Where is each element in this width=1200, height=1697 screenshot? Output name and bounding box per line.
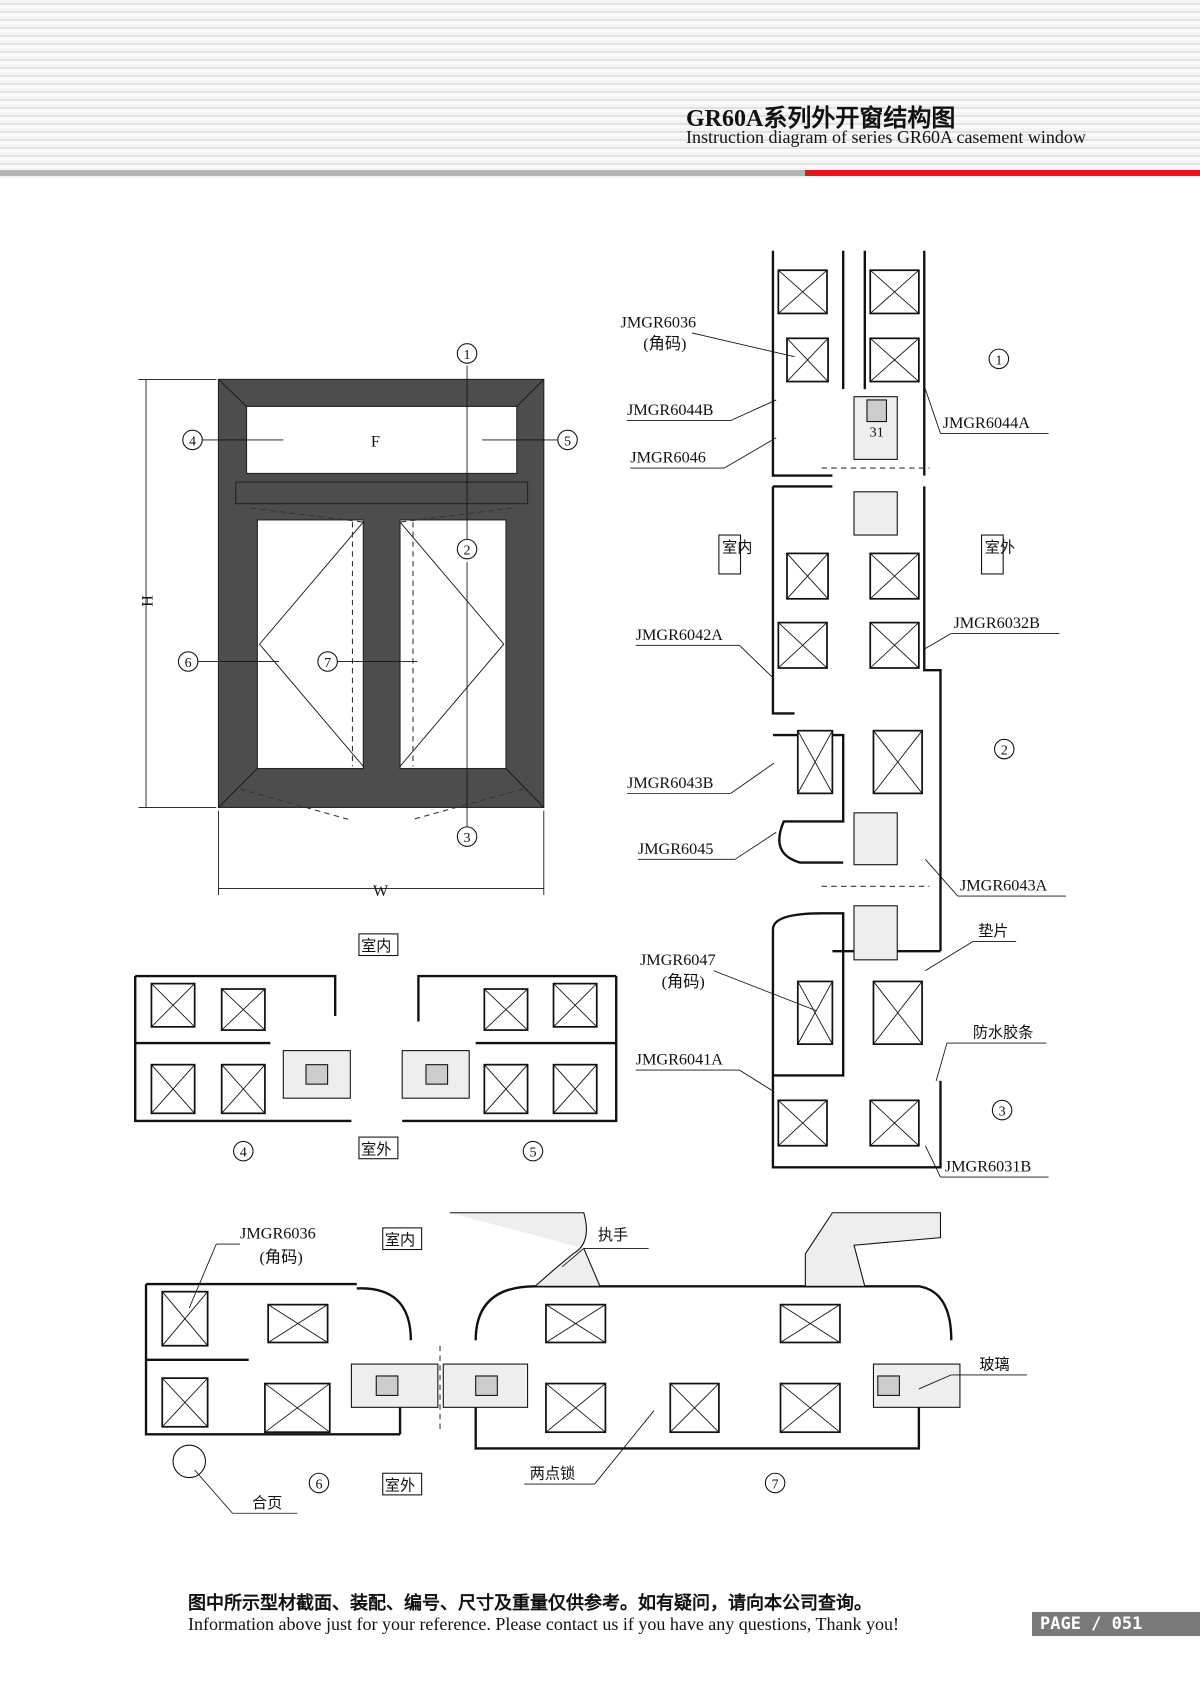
transom-label: F	[371, 432, 380, 450]
chamber-cross	[264, 1383, 331, 1433]
chamber-cross	[778, 1100, 828, 1147]
chamber-cross	[780, 1383, 841, 1433]
label-two-point-lock: 两点锁	[530, 1466, 575, 1483]
chamber-cross	[869, 337, 920, 382]
chamber-cross	[151, 1064, 195, 1114]
outdoor-label-67: 室外	[385, 1478, 415, 1495]
outdoor-label-45: 室外	[361, 1141, 391, 1158]
s-marker-5: 5	[529, 1145, 536, 1161]
chamber-cross	[869, 553, 920, 600]
v-marker-2: 2	[1001, 742, 1008, 758]
height-label: H	[139, 595, 157, 607]
chamber-cross	[267, 1304, 328, 1343]
part-jmgr6046: JMGR6046	[630, 449, 706, 467]
chamber-cross	[221, 988, 266, 1031]
part-jmgr6044b: JMGR6044B	[627, 401, 714, 419]
chamber-cross	[786, 553, 829, 600]
page-number: PAGE / 051	[1032, 1612, 1200, 1636]
part-waterproof-seal: 防水胶条	[973, 1025, 1034, 1042]
outdoor-label-v: 室外	[985, 539, 1015, 556]
footer-note-en: Information above just for your referenc…	[188, 1614, 899, 1634]
marker-5: 5	[564, 433, 571, 449]
page-title: GR60A系列外开窗结构图	[686, 106, 956, 132]
chamber-cross	[669, 1383, 720, 1433]
chamber-cross	[869, 269, 920, 314]
chamber-cross	[151, 983, 195, 1028]
marker-3: 3	[464, 830, 471, 846]
part-jmgr6041a: JMGR6041A	[636, 1051, 724, 1069]
page-subtitle: Instruction diagram of series GR60A case…	[686, 127, 1086, 147]
part-jmgr6044a: JMGR6044A	[943, 414, 1031, 432]
v-marker-1: 1	[995, 352, 1002, 368]
chamber-cross	[797, 730, 833, 794]
chamber-cross	[778, 622, 828, 669]
indoor-label-45: 室内	[361, 938, 391, 955]
marker-7: 7	[324, 655, 331, 671]
marker-2: 2	[464, 542, 471, 558]
part-jmgr6043b: JMGR6043B	[627, 774, 714, 792]
chamber-cross	[780, 1304, 841, 1343]
label-handle: 执手	[598, 1227, 628, 1244]
chamber-cross	[161, 1377, 208, 1428]
width-label: W	[373, 882, 389, 900]
s-marker-6: 6	[315, 1476, 322, 1492]
chamber-cross	[869, 622, 920, 669]
v-marker-3: 3	[999, 1103, 1006, 1119]
part-jmgr6043a: JMGR6043A	[960, 877, 1048, 895]
label-hinge: 合页	[252, 1495, 282, 1512]
chamber-cross	[553, 1064, 598, 1114]
header-red-bar	[805, 170, 1200, 176]
chamber-cross	[221, 1064, 266, 1114]
chamber-cross	[797, 981, 833, 1045]
chamber-cross	[553, 983, 598, 1028]
chamber-cross	[545, 1304, 606, 1343]
chamber-cross	[484, 988, 528, 1031]
part-jmgr6036-67: JMGR6036	[240, 1225, 316, 1243]
chamber-cross	[869, 1100, 920, 1147]
indoor-label-67: 室内	[385, 1232, 415, 1249]
footer-note-cn: 图中所示型材截面、装配、编号、尺寸及重量仅供参考。如有疑问，请向本公司查询。	[188, 1593, 872, 1614]
part-jmgr6045: JMGR6045	[638, 840, 714, 858]
part-jmgr6047-note: (角码)	[662, 973, 705, 991]
part-jmgr6036-note: (角码)	[643, 335, 686, 353]
sections-6-7: JMGR6036 (角码) 执手 玻璃 两点锁 合页 室内 室外 6 7	[144, 1212, 1027, 1514]
chamber-cross	[484, 1064, 528, 1114]
part-jmgr6047: JMGR6047	[640, 951, 716, 969]
window-elevation: F H W 1 2 3 4 5 6 7	[138, 343, 578, 900]
part-shim: 垫片	[978, 923, 1008, 940]
chamber-cross	[161, 1291, 208, 1346]
chamber-cross	[873, 730, 923, 794]
part-jmgr6032b: JMGR6032B	[953, 614, 1040, 632]
chamber-cross	[873, 981, 923, 1045]
indoor-label-v: 室内	[722, 539, 752, 556]
dimension-31: 31	[870, 425, 884, 441]
marker-6: 6	[185, 655, 192, 671]
chamber-cross	[545, 1383, 606, 1433]
part-jmgr6031b: JMGR6031B	[945, 1158, 1032, 1176]
sections-4-5: 室内 室外 4 5	[134, 933, 618, 1162]
s-marker-4: 4	[240, 1145, 247, 1161]
header-grey-bar	[0, 170, 805, 176]
marker-1: 1	[464, 347, 471, 363]
part-jmgr6036: JMGR6036	[621, 314, 697, 332]
label-glass: 玻璃	[979, 1356, 1009, 1373]
marker-4: 4	[189, 433, 196, 449]
header-banner	[0, 0, 1200, 178]
part-jmgr6036-67-note: (角码)	[260, 1248, 303, 1266]
chamber-cross	[786, 338, 829, 382]
s-marker-7: 7	[772, 1476, 779, 1492]
chamber-cross	[778, 269, 828, 314]
vertical-section: 31 室内 室外 JMGR6036 (角码) JMGR6044B JMGR604…	[621, 250, 1066, 1178]
part-jmgr6042a: JMGR6042A	[636, 626, 724, 644]
